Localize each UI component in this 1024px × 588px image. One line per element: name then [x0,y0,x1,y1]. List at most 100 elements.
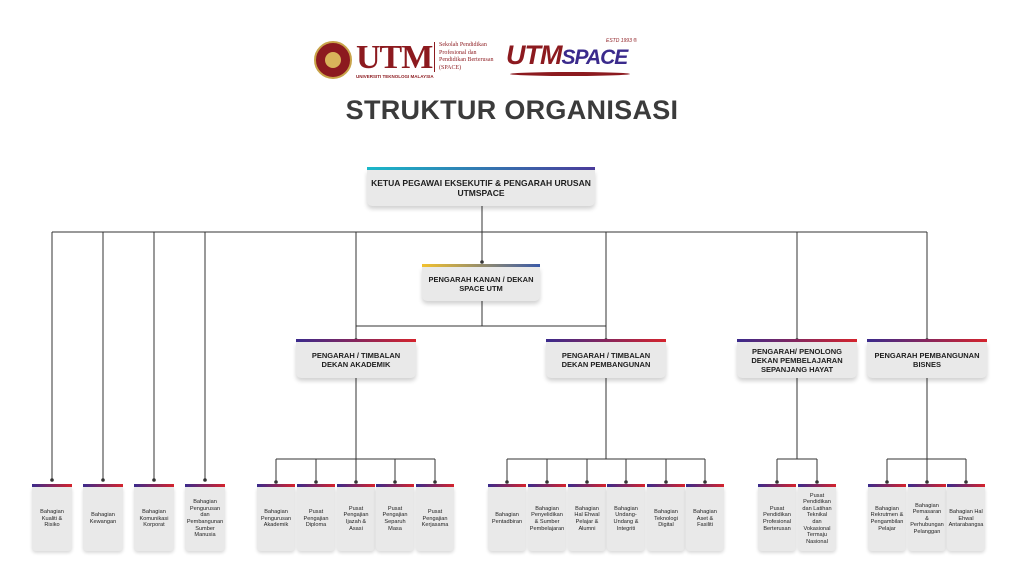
header-logos: UTM UNIVERSITI TEKNOLOGI MALAYSIA Sekola… [312,38,662,84]
box-label: Pusat Pengajian Ijazah & Asasi [343,505,369,532]
utm-logo-subtext: UNIVERSITI TEKNOLOGI MALAYSIA [356,74,434,79]
connector-dot [964,480,968,484]
box-accent-bar [607,484,645,487]
connector-dot [815,480,819,484]
unit-box: Bahagian Pentadbiran [488,484,526,551]
box-accent-bar [647,484,685,487]
box-accent-bar [546,339,666,342]
box-accent-bar [867,339,987,342]
box-label: Pusat Pengajian Diploma [303,509,329,529]
box-accent-bar [488,484,526,487]
box-label: Bahagian Kualiti & Risiko [40,509,64,529]
box-accent-bar [83,484,123,487]
box-accent-bar [798,484,836,487]
unit-box: Bahagian Hal Ehwal Pelajar & Alumni [568,484,606,551]
box-label: PENGARAH PEMBANGUNAN BISNES [874,351,980,369]
connector-dot [354,480,358,484]
box-label: Pusat Pengajian Separuh Masa [382,505,408,532]
box-accent-bar [686,484,724,487]
box-label: Bahagian Pengurusan Akademik [260,509,292,529]
connector-dot [101,478,105,482]
division-box: Bahagian Kewangan [83,484,123,551]
box-label: Bahagian Kewangan [89,512,117,525]
box-label: Bahagian Aset & Fasiliti [693,509,717,529]
box-label: Bahagian Hal Ehwal Pelajar & Alumni [574,505,600,532]
unit-box: Pusat Pengajian Kerjasama [416,484,454,551]
division-box: Bahagian Komunikasi Korporat [134,484,174,551]
box-accent-bar [134,484,174,487]
unit-box: Bahagian Pemasaran & Perhubungan Pelangg… [908,484,946,551]
connector-dot [925,480,929,484]
box-accent-bar [908,484,946,487]
connector-dot [314,480,318,484]
connector-dot [505,480,509,484]
box-label: Bahagian Pengurusan dan Pembangunan Sumb… [186,499,224,539]
connector-dot [545,480,549,484]
box-accent-bar [568,484,606,487]
box-label: PENGARAH KANAN / DEKAN SPACE UTM [428,275,534,293]
connector-dot [433,480,437,484]
box-label: Bahagian Undang-Undang & Integriti [613,505,639,532]
connector-dot [585,480,589,484]
ceo-box: KETUA PEGAWAI EKSEKUTIF & PENGARAH URUSA… [367,167,595,206]
connector-dot [152,478,156,482]
box-label: Pusat Pengajian Kerjasama [421,509,449,529]
connector-dot [664,480,668,484]
box-label: Bahagian Komunikasi Korporat [139,509,169,529]
box-accent-bar [297,484,335,487]
unit-box: Bahagian Rekrutmen & Pengambilan Pelajar [868,484,906,551]
utm-crest-icon [314,41,352,79]
box-accent-bar [528,484,566,487]
unit-box: Pusat Pengajian Ijazah & Asasi [337,484,375,551]
deputy-box: PENGARAH PEMBANGUNAN BISNES [867,339,987,378]
box-label: PENGARAH/ PENOLONG DEKAN PEMBELAJARAN SE… [751,346,843,374]
box-accent-bar [758,484,796,487]
box-accent-bar [296,339,416,342]
box-accent-bar [737,339,857,342]
utmspace-wordmark: UTMSPACE [506,40,628,70]
unit-box: Bahagian Undang-Undang & Integriti [607,484,645,551]
utmspace-est-text: ESTD 1993 ® [606,38,637,44]
unit-box: Pusat Pendidikan dan Latihan Teknikal da… [798,484,836,551]
unit-box: Bahagian Hal Ehwal Antarabangsa [947,484,985,551]
box-label: Bahagian Teknologi Digital [654,509,678,529]
unit-box: Bahagian Pengurusan Akademik [257,484,295,551]
connector-dot [703,480,707,484]
utmspace-logo: UTMSPACE ESTD 1993 ® [506,38,656,84]
box-accent-bar [257,484,295,487]
utm-logo-text: UTM [356,39,433,76]
box-accent-bar [868,484,906,487]
connector-dot [393,480,397,484]
box-accent-bar [947,484,985,487]
box-label: Bahagian Pentadbiran [491,512,523,525]
unit-box: Bahagian Penyelidikan & Sumber Pembelaja… [528,484,566,551]
unit-box: Pusat Pengajian Separuh Masa [376,484,414,551]
connector-dot [624,480,628,484]
unit-box: Pusat Pendidikan Profesional Berterusan [758,484,796,551]
connector-dot [885,480,889,484]
page-title: STRUKTUR ORGANISASI [345,95,679,125]
box-label: Pusat Pendidikan Profesional Berterusan [763,505,791,532]
connector-dot [274,480,278,484]
unit-box: Pusat Pengajian Diploma [297,484,335,551]
box-label: Bahagian Pemasaran & Perhubungan Pelangg… [910,502,944,535]
director-box: PENGARAH KANAN / DEKAN SPACE UTM [422,264,540,301]
unit-box: Bahagian Teknologi Digital [647,484,685,551]
connector-dot [203,478,207,482]
box-label: Bahagian Penyelidikan & Sumber Pembelaja… [529,505,565,532]
connector-dot [775,480,779,484]
box-label: PENGARAH / TIMBALAN DEKAN PEMBANGUNAN [561,351,651,369]
connector-dot [480,260,484,264]
box-label: PENGARAH / TIMBALAN DEKAN AKADEMIK [311,351,401,369]
box-accent-bar [185,484,225,487]
connector-dot [50,478,54,482]
division-box: Bahagian Kualiti & Risiko [32,484,72,551]
unit-box: Bahagian Aset & Fasiliti [686,484,724,551]
box-accent-bar [376,484,414,487]
deputy-box: PENGARAH / TIMBALAN DEKAN PEMBANGUNAN [546,339,666,378]
division-box: Bahagian Pengurusan dan Pembangunan Sumb… [185,484,225,551]
deputy-box: PENGARAH / TIMBALAN DEKAN AKADEMIK [296,339,416,378]
box-accent-bar [367,167,595,170]
